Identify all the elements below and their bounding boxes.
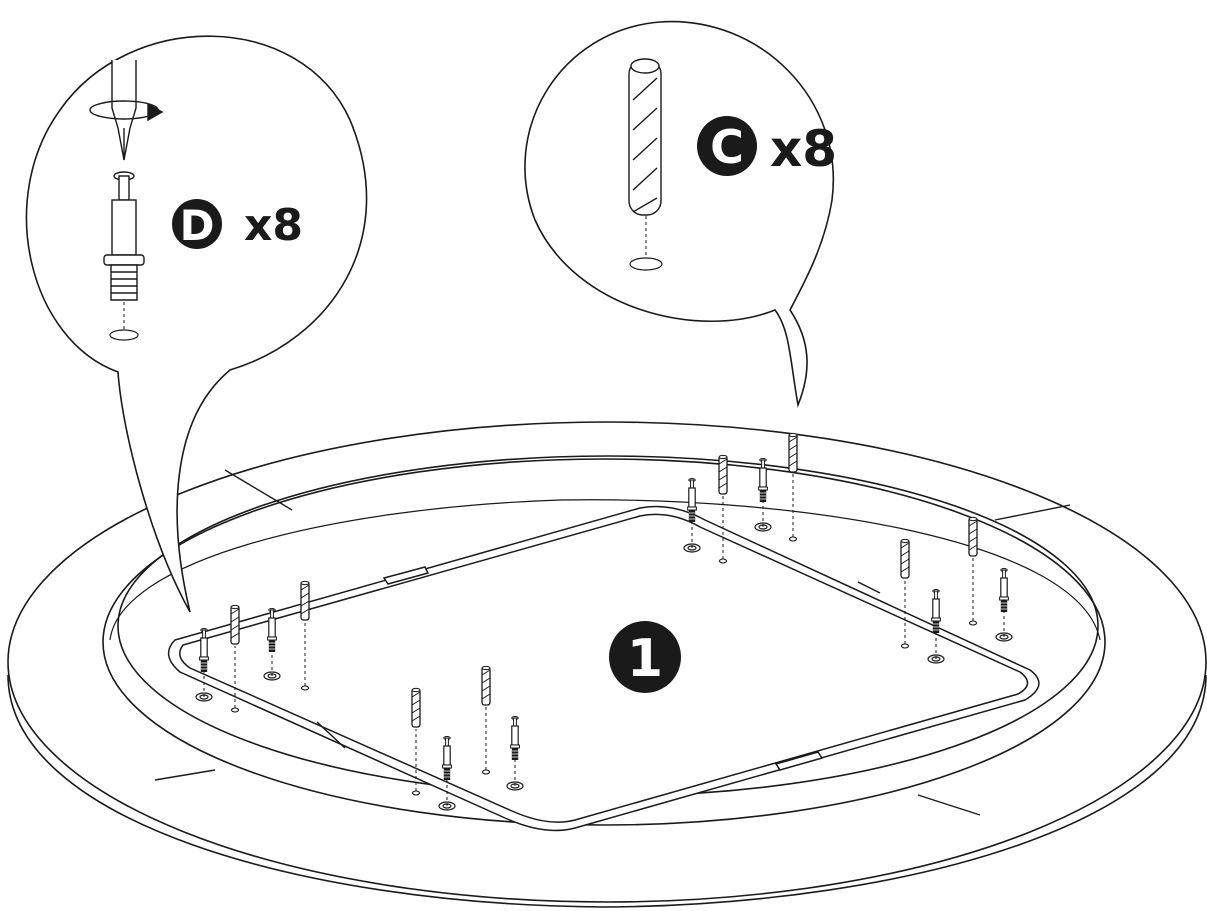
callout-letter-d: D	[180, 201, 215, 250]
callout-quantity-d: x8	[244, 200, 303, 251]
screwdriver-icon	[89, 60, 164, 161]
hardware-group-left	[195, 580, 310, 713]
callout-quantity-c: x8	[770, 120, 837, 178]
step-number-badge: 1	[609, 621, 681, 693]
callout-letter-c: C	[710, 120, 744, 174]
cam-bolt-icon	[103, 171, 145, 301]
callout-bubble-c: C x8	[524, 20, 837, 408]
step-number: 1	[627, 629, 663, 689]
hardware-group-bottom	[411, 665, 524, 811]
table-frame	[167, 505, 1040, 832]
wooden-dowel-icon	[628, 58, 662, 216]
hardware-group-top	[683, 432, 798, 564]
hardware-group-right	[900, 516, 1013, 664]
callout-bubble-d: D x8	[25, 35, 368, 613]
